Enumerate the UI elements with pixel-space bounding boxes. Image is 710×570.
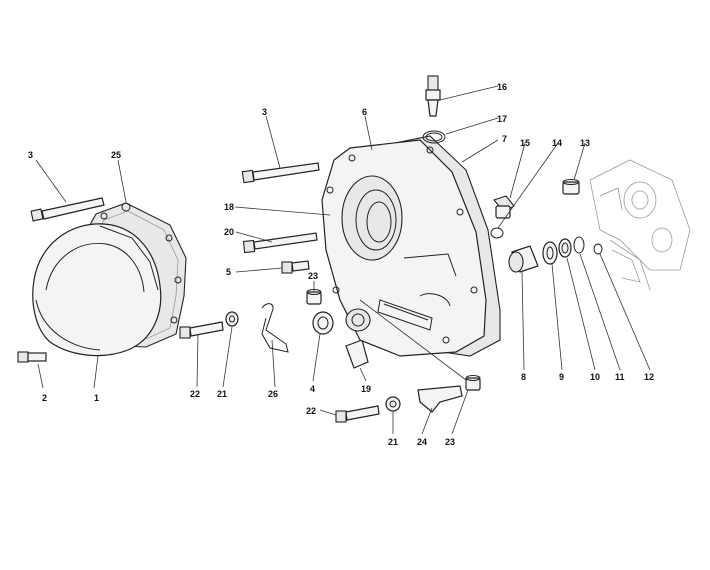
bolt-2 — [17, 351, 47, 363]
bolt-22-left — [179, 321, 224, 339]
label-22-bottom: 22 — [306, 406, 316, 416]
label-21-left: 21 — [217, 389, 227, 399]
bolt-3-left — [30, 197, 105, 222]
label-9: 9 — [559, 372, 564, 382]
wire-clip-26 — [261, 303, 289, 353]
label-5: 5 — [226, 267, 231, 277]
label-23-bottom: 23 — [445, 437, 455, 447]
label-7: 7 — [502, 134, 507, 144]
label-12: 12 — [644, 372, 654, 382]
bracket-24 — [417, 385, 463, 413]
dowel-23-bottom — [465, 375, 481, 391]
label-1: 1 — [94, 393, 99, 403]
label-4: 4 — [310, 384, 315, 394]
label-22-left: 22 — [190, 389, 200, 399]
label-25: 25 — [111, 150, 121, 160]
label-3-left: 3 — [28, 150, 33, 160]
ring-10 — [558, 238, 572, 258]
ring-9 — [542, 241, 558, 265]
label-2: 2 — [42, 393, 47, 403]
label-13: 13 — [580, 138, 590, 148]
o-ring-14 — [490, 227, 504, 239]
label-3-center: 3 — [262, 107, 267, 117]
label-23-top: 23 — [308, 271, 318, 281]
label-10: 10 — [590, 372, 600, 382]
label-6: 6 — [362, 107, 367, 117]
washer-21-bottom — [385, 396, 401, 412]
ring-11 — [573, 236, 585, 254]
bolt-5 — [281, 260, 310, 274]
o-ring-17 — [422, 130, 446, 144]
dowel-13 — [562, 179, 580, 195]
label-8: 8 — [521, 372, 526, 382]
part-labels: 1 2 3 3 4 5 6 7 8 9 10 11 12 13 14 15 16… — [28, 82, 654, 447]
bolt-22-bottom — [335, 405, 380, 423]
leader-lines — [35, 85, 651, 435]
label-16: 16 — [497, 82, 507, 92]
clutch-cover — [32, 223, 162, 357]
label-20: 20 — [224, 227, 234, 237]
label-15: 15 — [520, 138, 530, 148]
label-11: 11 — [615, 372, 625, 382]
bolt-20 — [242, 232, 318, 254]
bushing-8 — [508, 245, 539, 273]
plug-15 — [493, 195, 515, 219]
label-19: 19 — [361, 384, 371, 394]
label-26: 26 — [268, 389, 278, 399]
ring-12 — [593, 243, 603, 255]
seal-4 — [312, 311, 334, 335]
label-24: 24 — [417, 437, 427, 447]
label-14: 14 — [552, 138, 562, 148]
label-18: 18 — [224, 202, 234, 212]
plate-19 — [345, 339, 369, 369]
label-21-bottom: 21 — [388, 437, 398, 447]
engine-ghost — [589, 159, 691, 291]
washer-21-left — [225, 311, 239, 327]
label-17: 17 — [497, 114, 507, 124]
sensor-16 — [425, 75, 441, 117]
bolt-3-center — [241, 162, 320, 184]
